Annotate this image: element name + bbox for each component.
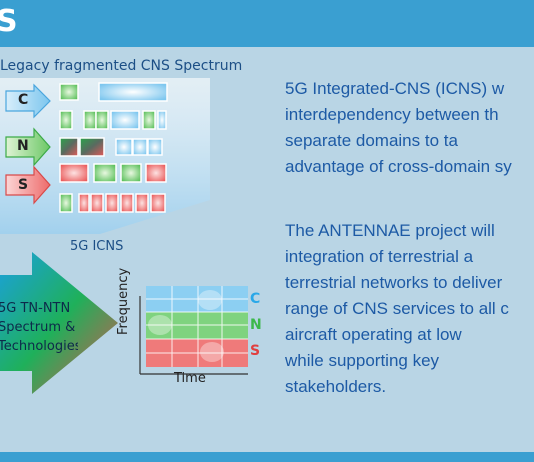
legacy-block	[147, 138, 163, 156]
legacy-s-letter: S	[18, 177, 29, 193]
legacy-block	[132, 138, 148, 156]
frequency-axis-label: Frequency	[116, 267, 131, 335]
legacy-block	[90, 193, 104, 213]
paragraph-antennae: The ANTENNAE project will integration of…	[285, 221, 509, 396]
legacy-block	[120, 193, 134, 213]
tn-ntn-label: 5G TN-NTN Spectrum & Technologies	[0, 301, 78, 354]
legacy-block	[59, 110, 73, 130]
grid-c-letter: C	[250, 291, 261, 307]
grid-s-letter: S	[250, 343, 261, 359]
header-band	[0, 0, 534, 47]
legacy-block	[59, 137, 79, 157]
legacy-block	[59, 83, 79, 101]
legacy-block	[83, 110, 97, 130]
legacy-c-letter: C	[18, 92, 29, 108]
legacy-block	[145, 163, 167, 183]
grid-n-letter: N	[250, 317, 262, 333]
c-arrow	[5, 83, 51, 119]
legacy-n-letter: N	[17, 138, 29, 154]
s-arrow	[5, 165, 51, 205]
legacy-block	[78, 193, 90, 213]
legacy-block	[79, 137, 105, 157]
legacy-block	[120, 163, 142, 183]
grid-highlights	[148, 290, 224, 362]
time-axis-label: Time	[174, 371, 206, 386]
legacy-block	[105, 193, 119, 213]
footer-band	[0, 452, 534, 462]
legacy-block	[93, 163, 117, 183]
section-title: S	[0, 4, 18, 39]
legacy-block	[95, 110, 109, 130]
legacy-spectrum-label: Legacy fragmented CNS Spectrum	[0, 58, 243, 74]
legacy-block	[135, 193, 149, 213]
grid-lines	[146, 286, 248, 367]
big-arrow	[0, 252, 118, 394]
legacy-block	[115, 138, 133, 156]
legacy-block	[157, 110, 167, 130]
legacy-block	[59, 163, 89, 183]
paragraph-icns: 5G Integrated-CNS (ICNS) w interdependen…	[285, 79, 512, 176]
legacy-block	[110, 110, 140, 130]
n-arrow	[5, 127, 51, 167]
legacy-block	[98, 82, 168, 102]
legacy-block	[59, 193, 73, 213]
legacy-block	[150, 193, 166, 213]
legacy-block	[142, 110, 156, 130]
icns-label: 5G ICNS	[70, 239, 124, 254]
